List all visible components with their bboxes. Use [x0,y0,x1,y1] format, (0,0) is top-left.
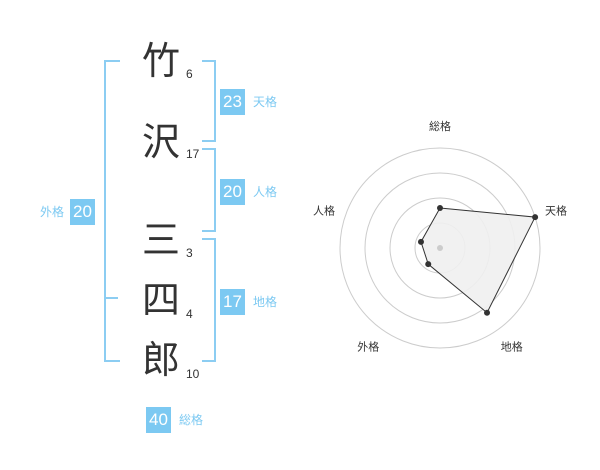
tenkaku-bracket [202,60,216,142]
radar-axis-label-4: 外格 [357,340,379,354]
chikaku-badge: 17 [220,289,245,315]
radar-axis-label-5: 人格 [313,203,335,217]
radar-axis-label-2: 天格 [545,203,567,217]
stroke-count-5: 10 [186,367,200,381]
name-char-4: 四 [141,278,180,322]
radar-data-polygon [420,207,536,314]
chikaku-label: 地格 [253,295,278,309]
soukaku-label: 総格 [179,413,204,427]
gaikaku-badge: 20 [70,199,95,225]
gaikaku-label: 外格 [40,205,65,219]
jinkaku-bracket [202,148,216,232]
radar-point-3 [484,309,491,316]
name-char-1: 竹 [141,39,180,83]
stroke-count-4: 4 [186,307,193,321]
radar-point-4 [425,261,432,268]
gaikaku-divider-tick [104,297,118,299]
tenkaku-badge: 23 [220,89,245,115]
stroke-count-1: 6 [186,67,193,81]
radar-axis-label-3: 地格 [501,340,523,354]
soukaku-badge: 40 [146,407,171,433]
radar-center-dot [437,245,443,251]
stroke-count-2: 17 [186,147,200,161]
stroke-count-3: 3 [186,246,193,260]
chikaku-bracket [202,238,216,362]
radar-point-1 [437,205,443,211]
gaikaku-bracket [104,60,120,362]
jinkaku-badge: 20 [220,179,245,205]
radar-axis-label-1: 総格 [429,119,451,133]
jinkaku-label: 人格 [253,185,278,199]
radar-point-2 [532,214,539,221]
name-char-2: 沢 [141,120,180,164]
tenkaku-label: 天格 [253,95,278,109]
radar-point-5 [417,238,424,245]
name-char-3: 三 [141,218,180,262]
radar-ring-4 [339,147,541,349]
name-char-5: 郎 [141,338,180,382]
